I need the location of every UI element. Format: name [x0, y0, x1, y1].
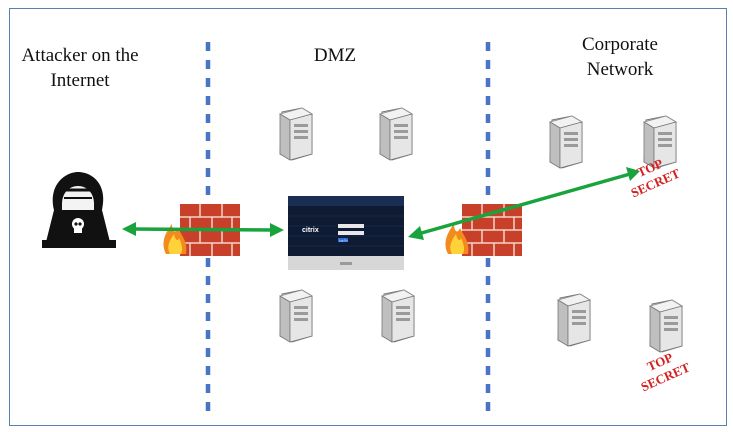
server-icon-dmz-3	[279, 289, 313, 343]
zone-label-corporate: Corporate Network	[582, 34, 658, 80]
server-icon-dmz-1	[279, 107, 313, 161]
zone-label-attacker: Attacker on the Internet	[21, 45, 139, 91]
zone-label-dmz: DMZ	[313, 45, 357, 66]
arrow-attacker-to-dmz	[129, 227, 275, 232]
arrow-dmz-to-corporate	[417, 172, 631, 236]
top-secret-stamp-lower: TOP SECRET	[639, 350, 693, 395]
firewall-icon-inner	[444, 203, 523, 257]
hacker-laptop-icon	[42, 172, 116, 248]
server-icon-corp-4	[649, 299, 683, 353]
citrix-login-screen: citrix Log On	[288, 196, 404, 270]
citrix-logon-button: Log On	[339, 238, 348, 242]
server-icon-corp-1	[549, 115, 583, 169]
server-icon-dmz-2	[379, 107, 413, 161]
server-icon-dmz-4	[381, 289, 415, 343]
server-icon-corp-3	[557, 293, 591, 347]
citrix-brand: citrix	[302, 227, 319, 234]
